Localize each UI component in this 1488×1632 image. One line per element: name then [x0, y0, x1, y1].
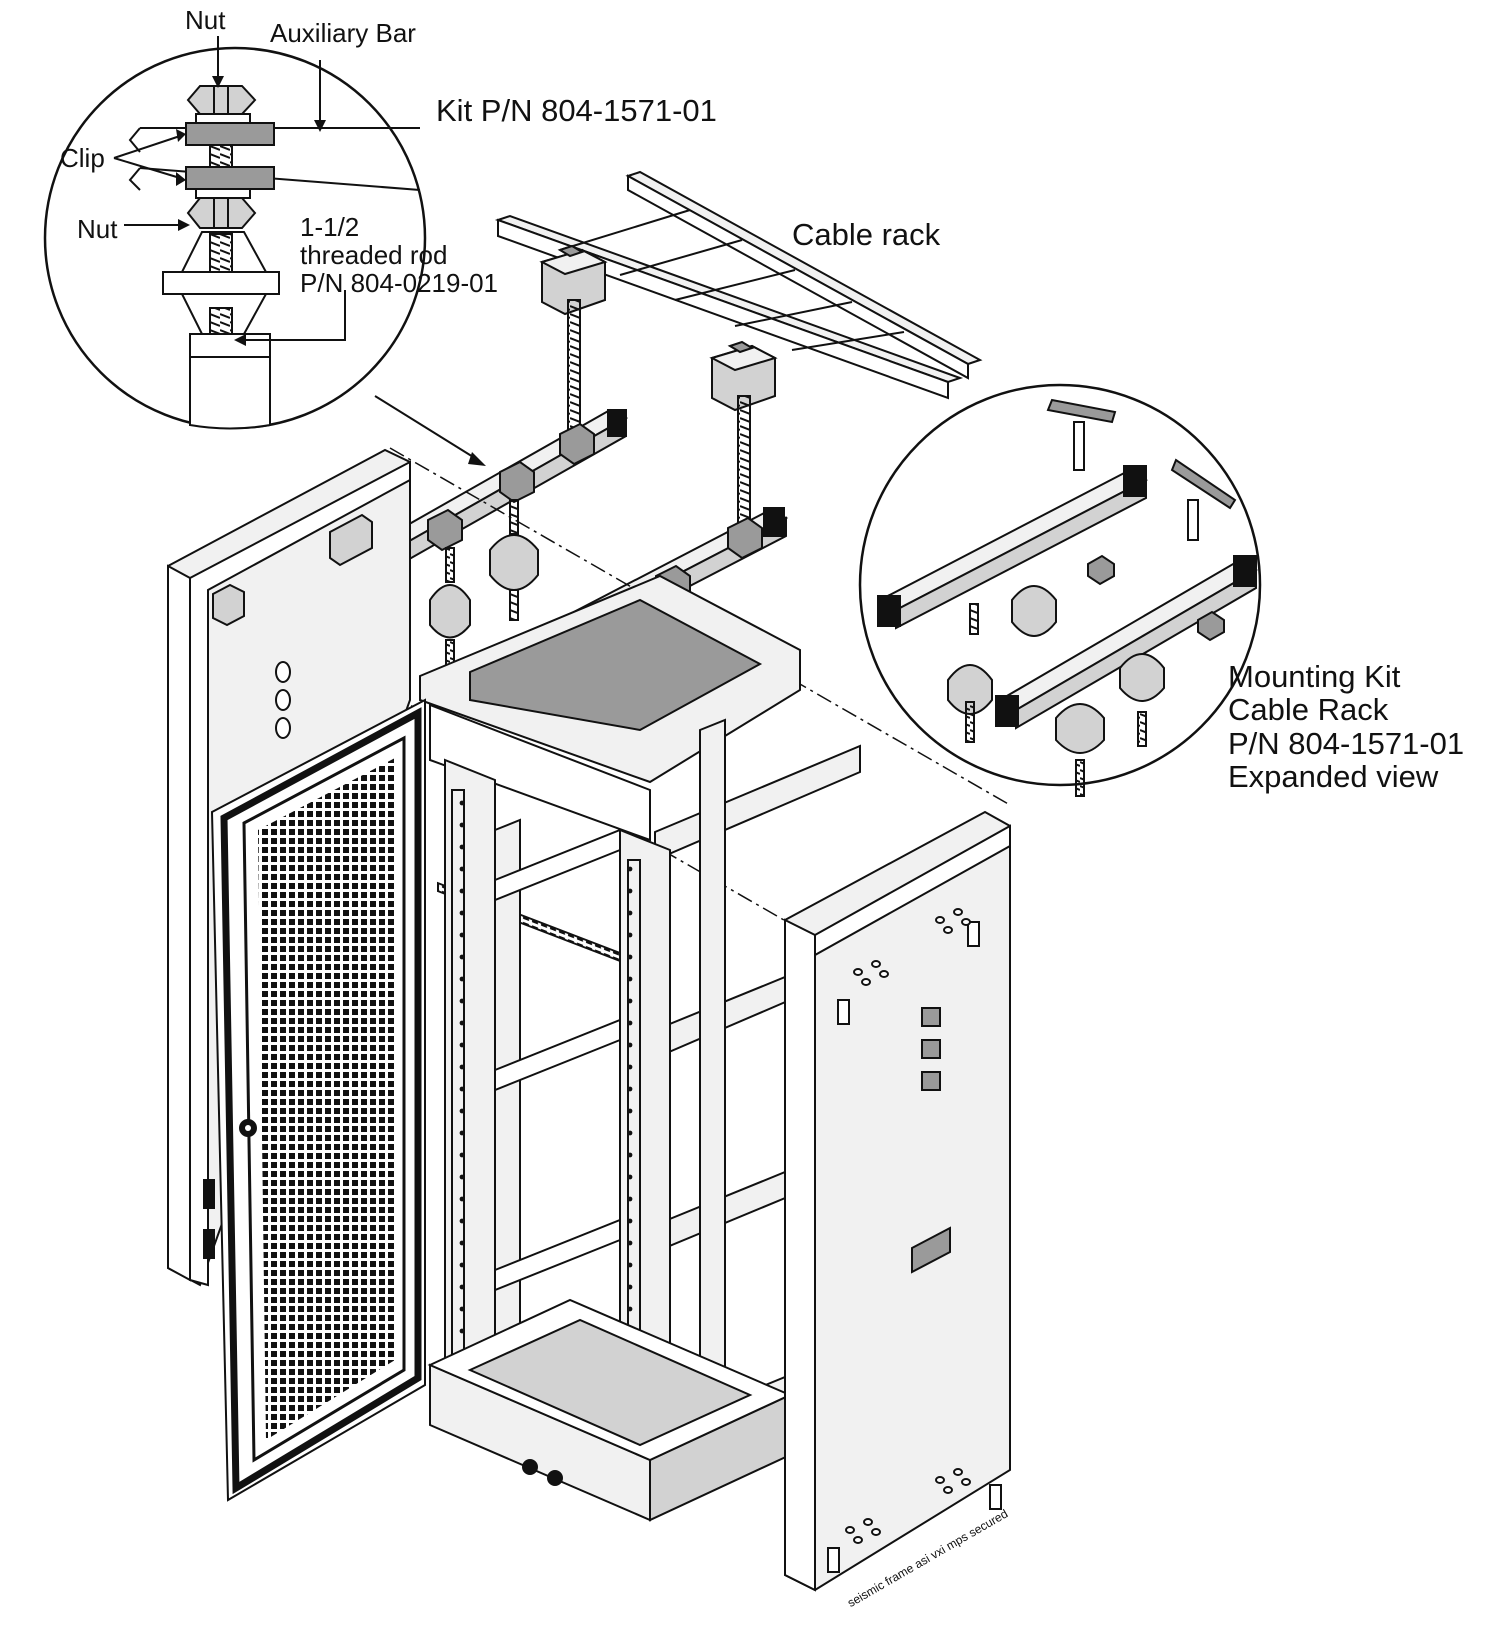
mounting-kit-line4: Expanded view: [1228, 759, 1439, 795]
threaded-rod-label: 1-1/2 threaded rod P/N 804-0219-01: [300, 213, 498, 297]
detail-callout-mounting-kit: [858, 383, 1262, 797]
auxiliary-bar-upper: [354, 408, 629, 580]
rod-clamp-left: [539, 244, 608, 431]
side-panel-right: [784, 810, 1011, 1592]
threaded-rod-pn: P/N 804-0219-01: [300, 268, 499, 299]
mounting-kit-label: Mounting Kit Cable Rack P/N 804-1571-01 …: [1228, 660, 1464, 794]
nut-top-label: Nut: [185, 5, 226, 35]
threaded-rod-size: 1-1/2: [300, 212, 360, 242]
mounting-kit-line2: Cable Rack: [1228, 692, 1389, 728]
front-door: [210, 698, 426, 1502]
rack-frame: [419, 574, 861, 1522]
threaded-rod-text: threaded rod: [300, 240, 448, 271]
rod-clamp-right: [709, 340, 778, 525]
auxiliary-bar-label: Auxiliary Bar: [270, 18, 416, 48]
mounting-kit-line1: Mounting Kit: [1228, 659, 1401, 694]
detail-callout-rod: [43, 46, 427, 430]
mounting-kit-line3: P/N 804-1571-01: [1228, 725, 1465, 761]
nut-bottom-label: Nut: [77, 214, 118, 244]
clip-label: Clip: [60, 143, 105, 173]
cable-rack: [494, 170, 983, 400]
kit-part-number: Kit P/N 804-1571-01: [436, 93, 717, 128]
cable-rack-label: Cable rack: [792, 217, 941, 252]
leader-lines: [113, 36, 486, 466]
